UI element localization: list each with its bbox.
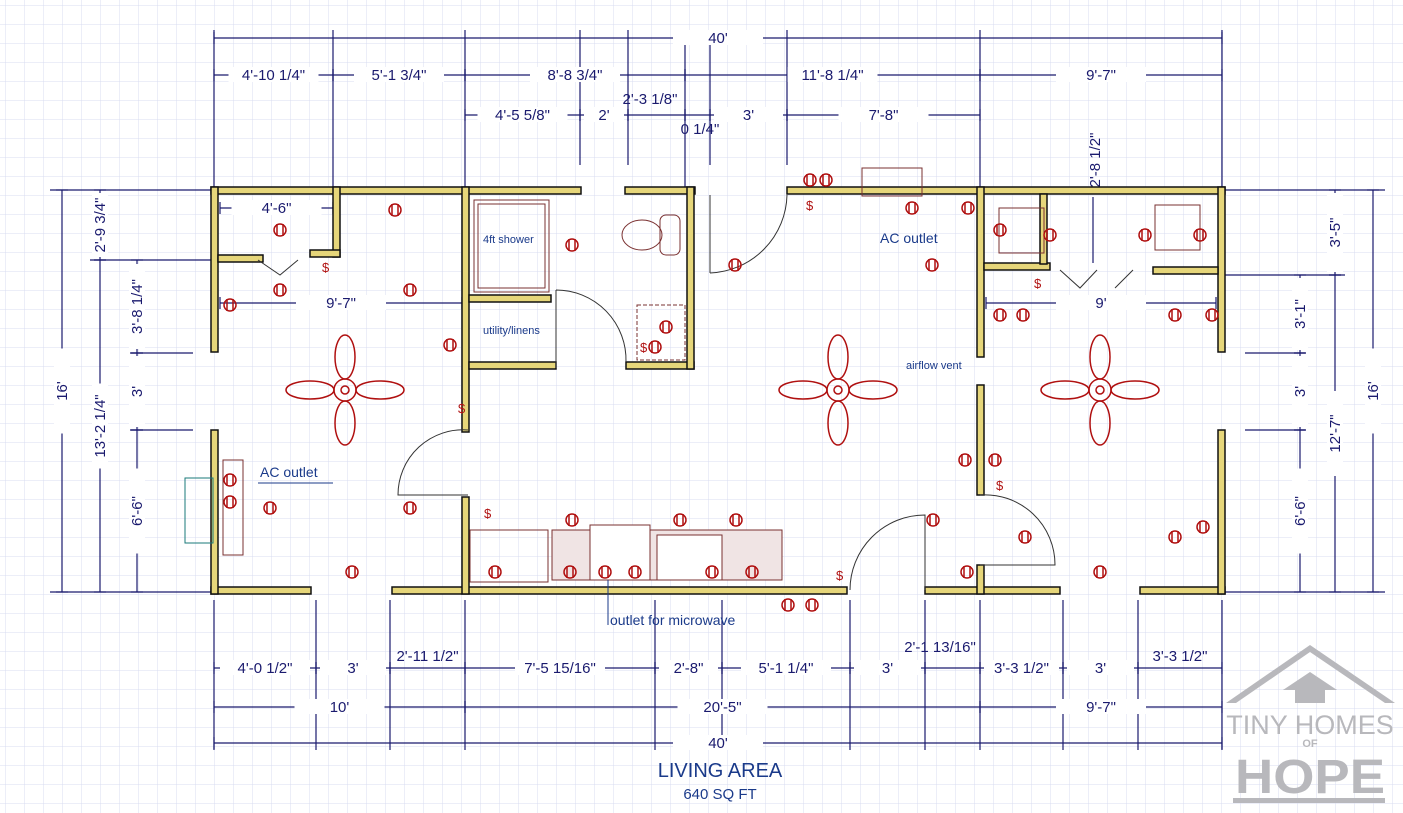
dimension-label: 2'-9 3/4" — [92, 198, 109, 253]
dimension-label: 2'-1 13/16" — [904, 639, 976, 656]
switch-icon: $ — [484, 506, 492, 521]
dimension-label: 9'-7" — [1086, 67, 1116, 84]
plan-area-text: 640 SQ FT — [683, 786, 756, 803]
utility-label: utility/linens — [483, 325, 540, 337]
dimension-label: 3' — [743, 107, 754, 124]
airflow-vent-label: airflow vent — [906, 360, 962, 372]
dimension-label: 3' — [1095, 660, 1106, 677]
plan-title-text: LIVING AREA — [658, 760, 783, 782]
dimension-label: 4'-6" — [262, 200, 292, 217]
dimension-label: 7'-8" — [869, 107, 899, 124]
dimension-label: 3'-5" — [1327, 218, 1344, 248]
dimension-lines: 40' 4'-10 1/4" 5'-1 3/4" 8'-8 3/4" 11'-8 1/4… — [50, 30, 1385, 752]
logo-line2: HOPE — [1235, 751, 1385, 804]
switch-icon: $ — [996, 478, 1004, 493]
dimension-label: 2'-8" — [674, 660, 704, 677]
dimension-label: 2'-8 1/2" — [1087, 133, 1104, 188]
dimension-label: 3' — [347, 660, 358, 677]
ac-outlet-label-left: AC outlet — [260, 464, 318, 480]
logo-of: OF — [1302, 738, 1318, 750]
dimension-label: 16' — [1365, 381, 1382, 401]
walls — [210, 186, 1226, 595]
dimension-label: 4'-5 5/8" — [495, 107, 550, 124]
dimension-label: 3'-8 1/4" — [129, 279, 146, 334]
dimension-label: 3'-3 1/2" — [1153, 648, 1208, 665]
dimension-label: 6'-6" — [129, 496, 146, 526]
dimension-label: 13'-2 1/4" — [92, 394, 109, 457]
switch-icon: $ — [806, 198, 814, 213]
plan-title: LIVING AREA 640 SQ FT — [658, 760, 783, 803]
microwave-outlet-label: outlet for microwave — [610, 612, 735, 628]
dimension-label: 11'-8 1/4" — [801, 67, 863, 84]
logo: TINY HOMES OF HOPE — [1226, 645, 1395, 804]
dimension-label: 7'-5 15/16" — [524, 660, 596, 677]
dimension-label: 3' — [1292, 386, 1309, 397]
electrical-fixtures: $ $ $ $ $ $ $ $ — [223, 173, 1219, 612]
dimension-label: 20'-5" — [703, 699, 741, 716]
dimension-label: 12'-7" — [1327, 414, 1344, 452]
dimension-label: 8'-8 3/4" — [548, 67, 603, 84]
dimension-label: 40' — [708, 30, 728, 47]
dimension-label: 2' — [598, 107, 609, 124]
dimension-label: 2'-11 1/2" — [396, 648, 458, 665]
switch-icon: $ — [322, 260, 330, 275]
dimension-label: 3' — [129, 386, 146, 397]
shower-label: 4ft shower — [483, 234, 534, 246]
dimension-label: 10' — [330, 699, 350, 716]
switch-icon: $ — [836, 568, 844, 583]
doors — [257, 194, 1134, 591]
dimension-label: 9' — [1095, 295, 1106, 312]
dimension-label: 2'-3 1/8" — [623, 91, 678, 108]
switch-icon: $ — [458, 401, 466, 416]
dimension-label: 3' — [882, 660, 893, 677]
dimension-label: 0 1/4" — [681, 121, 720, 138]
logo-line1: TINY HOMES — [1226, 710, 1394, 740]
dimension-label: 6'-6" — [1292, 496, 1309, 526]
switch-icon: $ — [1034, 276, 1042, 291]
dimension-label: 4'-0 1/2" — [238, 660, 293, 677]
room-labels: 4ft shower utility/linens AC outlet AC o… — [258, 230, 962, 628]
dimension-label: 3'-1" — [1292, 299, 1309, 329]
switch-icon: $ — [640, 340, 648, 355]
dimension-label: 4'-10 1/4" — [242, 67, 305, 84]
fixtures — [184, 167, 1201, 583]
ac-outlet-label-right: AC outlet — [880, 230, 938, 246]
dimension-label: 40' — [708, 735, 728, 752]
dimension-label: 5'-1 3/4" — [372, 67, 427, 84]
dimension-label: 3'-3 1/2" — [994, 660, 1049, 677]
dimension-label: 9'-7" — [1086, 699, 1116, 716]
dimension-label: 16' — [54, 381, 71, 401]
dimension-label: 5'-1 1/4" — [759, 660, 814, 677]
dimension-label: 9'-7" — [326, 295, 356, 312]
